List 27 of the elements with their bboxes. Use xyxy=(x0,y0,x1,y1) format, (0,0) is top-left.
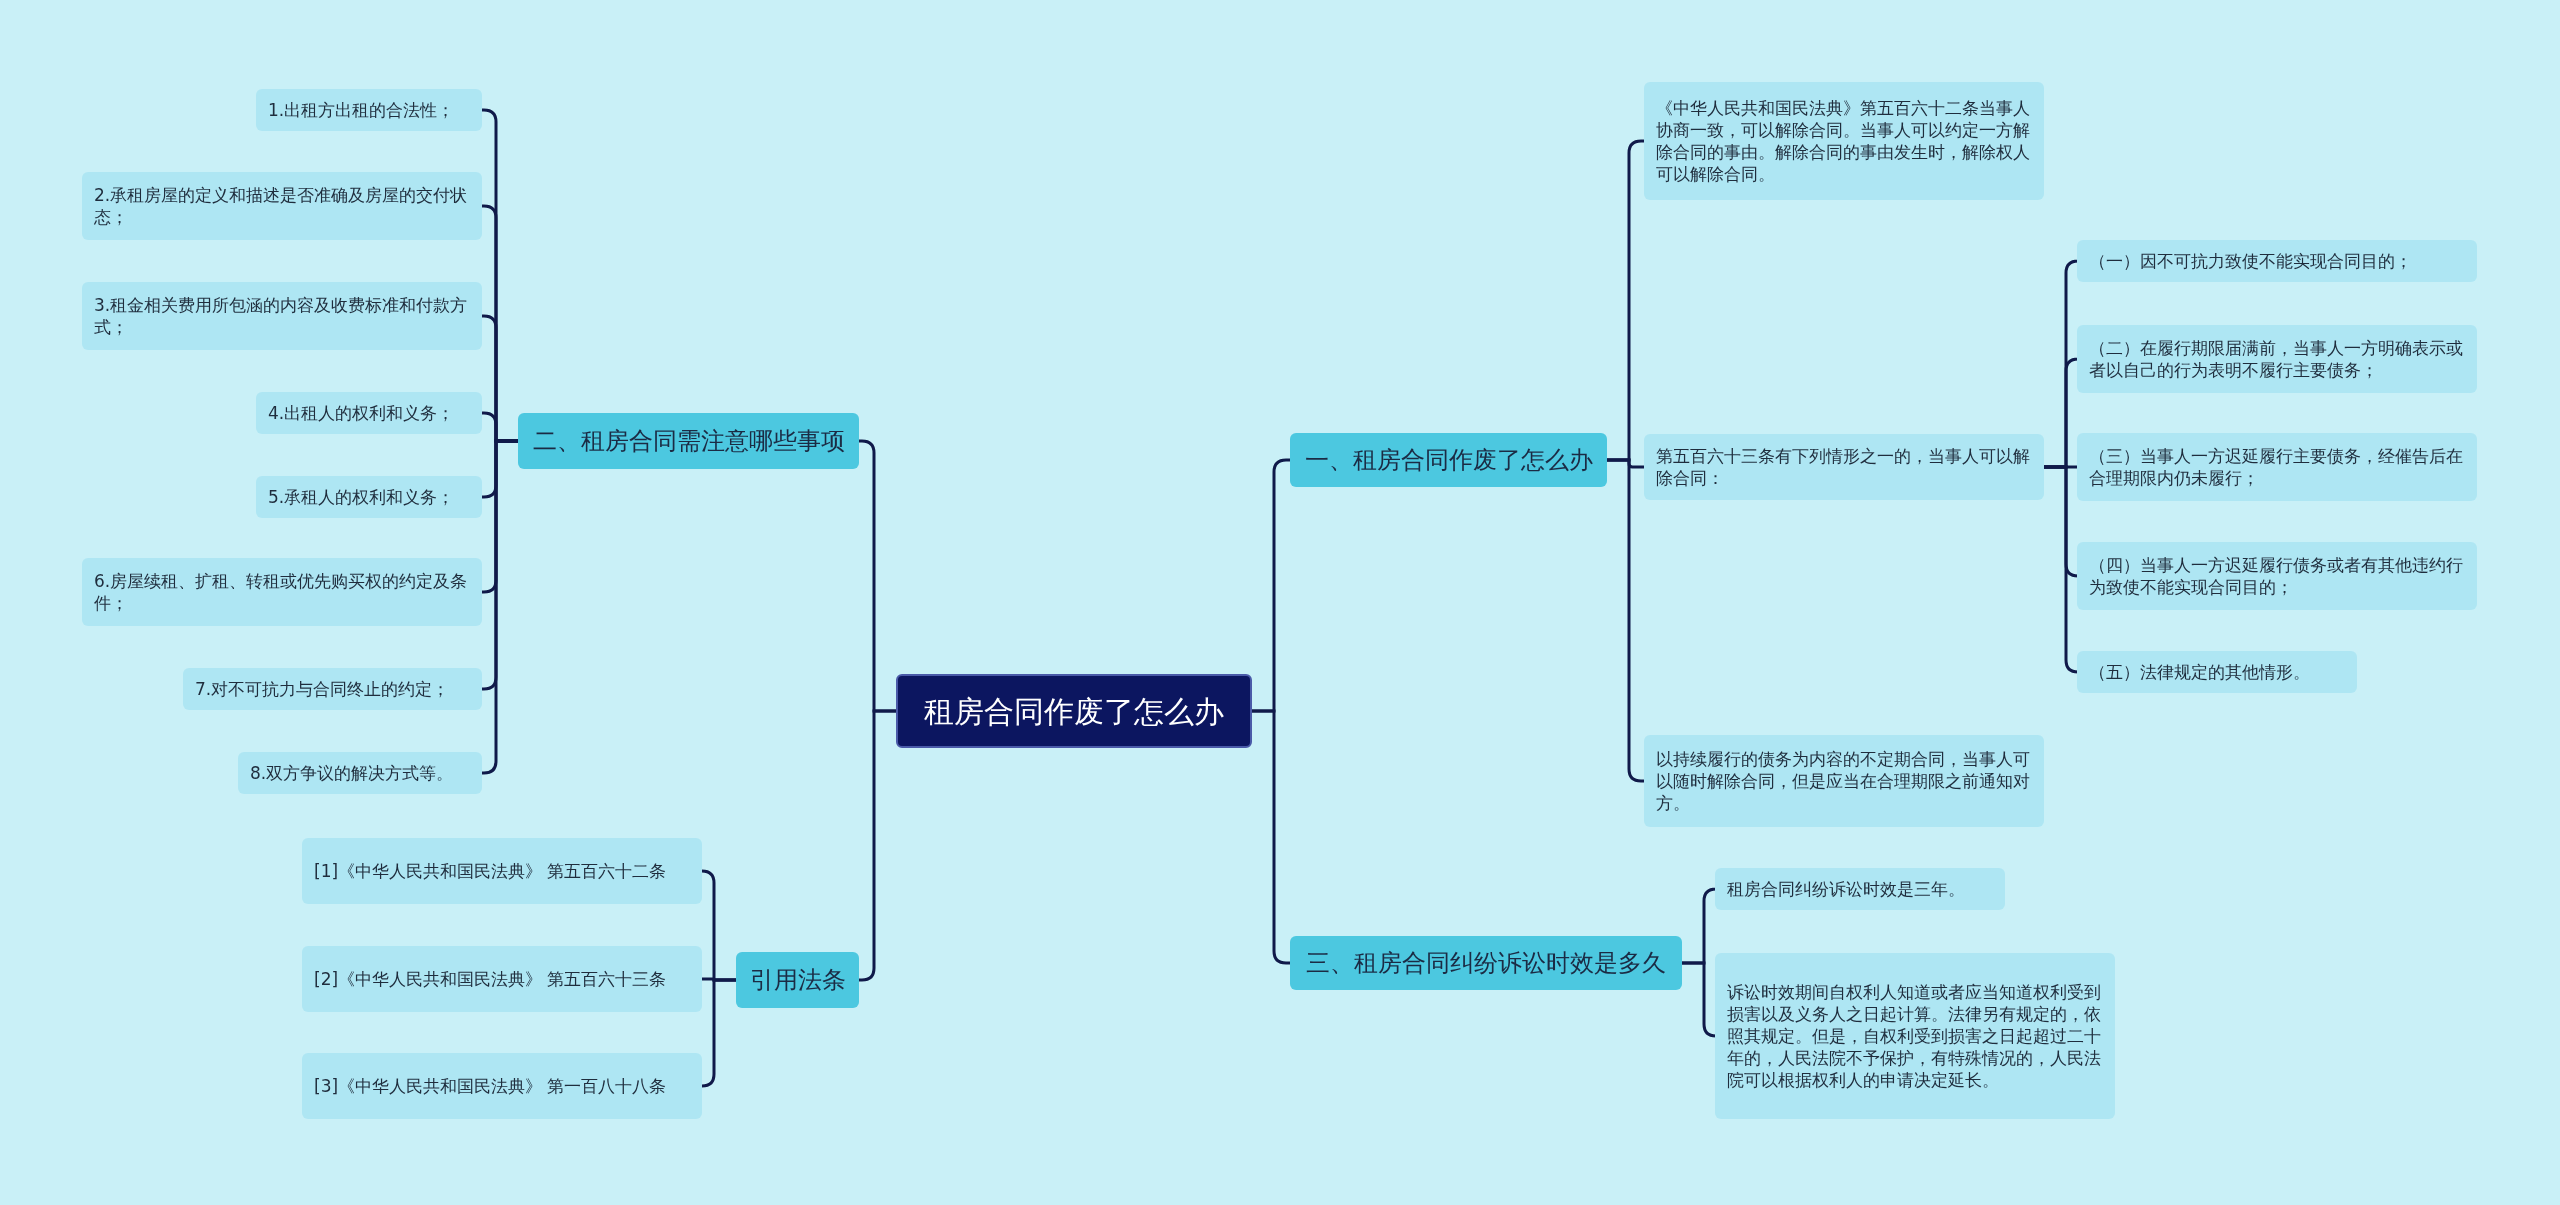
leaf-topic: 诉讼时效期间自权利人知道或者应当知道权利受到损害以及义务人之日起计算。法律另有规定的，依照其规定。但是，自权利受到损害之日起超过二十年的，人民法院不予保护，有特殊情况的，人民法院可以根据权利人的申请决定延长。 xyxy=(1715,953,2115,1119)
leaf-topic: 3.租金相关费用所包涵的内容及收费标准和付款方式； xyxy=(82,282,482,350)
leaf-topic: （一）因不可抗力致使不能实现合同目的； xyxy=(2077,240,2477,282)
leaf-topic: 1.出租方出租的合法性； xyxy=(256,89,482,131)
leaf-topic: 6.房屋续租、扩租、转租或优先购买权的约定及条件； xyxy=(82,558,482,626)
leaf-topic: 4.出租人的权利和义务； xyxy=(256,392,482,434)
connector-line xyxy=(700,978,736,1088)
branch-topic: 二、租房合同需注意哪些事项 xyxy=(518,413,859,469)
leaf-topic: [2]《中华人民共和国民法典》 第五百六十三条 xyxy=(302,946,702,1012)
leaf-topic: 第五百六十三条有下列情形之一的，当事人可以解除合同： xyxy=(1644,434,2044,500)
leaf-topic: 租房合同纠纷诉讼时效是三年。 xyxy=(1715,868,2005,910)
leaf-topic: （二）在履行期限届满前，当事人一方明确表示或者以自己的行为表明不履行主要债务； xyxy=(2077,325,2477,393)
leaf-topic: 7.对不可抗力与合同终止的约定； xyxy=(183,668,482,710)
leaf-topic: 5.承租人的权利和义务； xyxy=(256,476,482,518)
leaf-topic: 2.承租房屋的定义和描述是否准确及房屋的交付状态； xyxy=(82,172,482,240)
leaf-topic: [3]《中华人民共和国民法典》 第一百八十八条 xyxy=(302,1053,702,1119)
branch-topic: 三、租房合同纠纷诉讼时效是多久 xyxy=(1290,936,1682,990)
leaf-topic: （三）当事人一方迟延履行主要债务，经催告后在合理期限内仍未履行； xyxy=(2077,433,2477,501)
leaf-topic: 以持续履行的债务为内容的不定期合同，当事人可以随时解除合同，但是应当在合理期限之前通知对方。 xyxy=(1644,735,2044,827)
leaf-topic: 《中华人民共和国民法典》第五百六十二条当事人协商一致，可以解除合同。当事人可以约定一方解除合同的事由。解除合同的事由发生时，解除权人可以解除合同。 xyxy=(1644,82,2044,200)
central-topic: 租房合同作废了怎么办 xyxy=(896,674,1252,748)
leaf-topic: [1]《中华人民共和国民法典》 第五百六十二条 xyxy=(302,838,702,904)
leaf-topic: 8.双方争议的解决方式等。 xyxy=(238,752,482,794)
branch-topic: 引用法条 xyxy=(736,952,859,1008)
leaf-topic: （四）当事人一方迟延履行债务或者有其他违约行为致使不能实现合同目的； xyxy=(2077,542,2477,610)
leaf-topic: （五）法律规定的其他情形。 xyxy=(2077,651,2357,693)
branch-topic: 一、租房合同作废了怎么办 xyxy=(1290,433,1607,487)
